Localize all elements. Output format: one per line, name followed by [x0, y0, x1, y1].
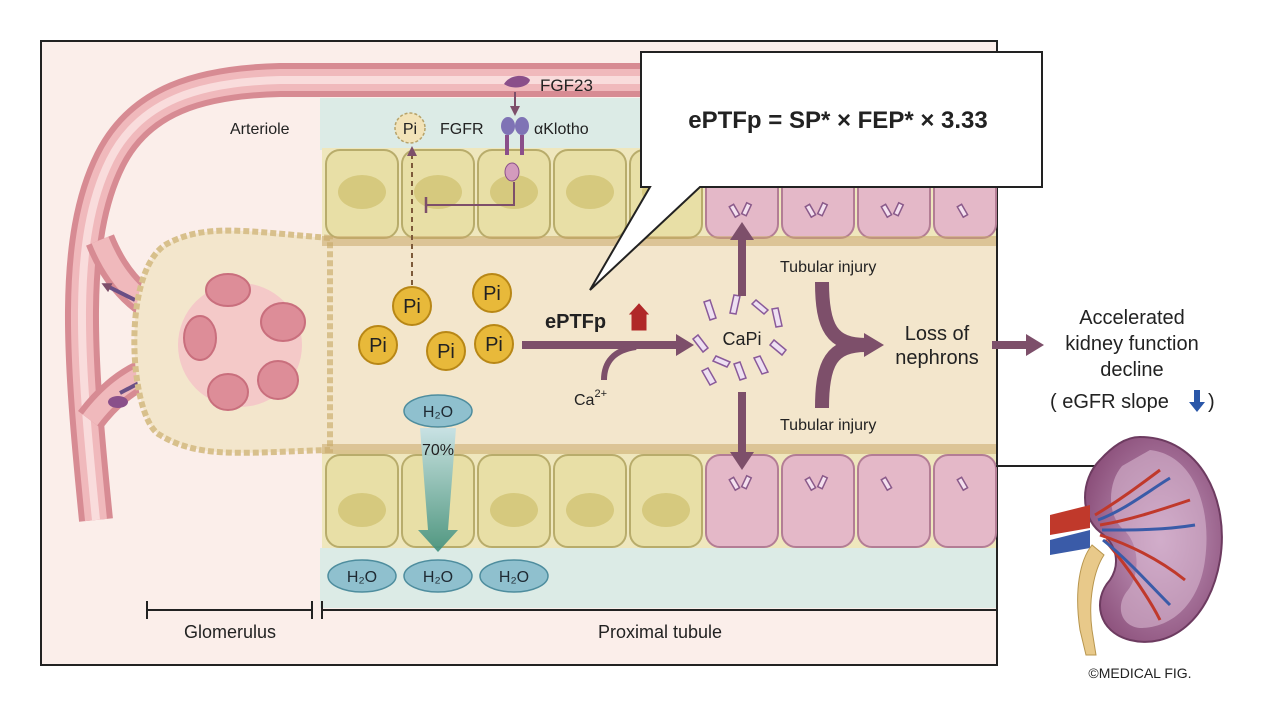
- fgfr-label: FGFR: [440, 121, 484, 138]
- glomerulus-scale-bar: [146, 601, 313, 619]
- h2o-interstitium-3-label: H₂O: [499, 569, 529, 586]
- h2o-interstitium-2-label: H₂O: [423, 569, 453, 586]
- fgf23-molecule-vessel-b: [108, 396, 128, 408]
- flow-arrow-out: [101, 283, 136, 302]
- egfr-close-paren: ): [1208, 391, 1215, 413]
- h2o-lumen: [403, 394, 473, 428]
- egfr-label: ( eGFR slope: [1050, 391, 1169, 413]
- injury-arrow-up-head: [730, 222, 754, 240]
- pi-faded-label: Pi: [403, 121, 417, 138]
- capi-label: CaPi: [722, 329, 761, 349]
- h2o-interstitium-2: [403, 559, 473, 593]
- fgf23-label: FGF23: [540, 76, 593, 95]
- calcium-base: Ca: [574, 392, 595, 409]
- formula-text: ePTFp = SP* × FEP* × 3.33: [688, 107, 987, 134]
- lower-healthy-cells: [325, 454, 703, 548]
- h2o-interstitium-3: [479, 559, 549, 593]
- fgfr-klotho-receptor: [501, 117, 529, 182]
- calcium-input-curve: [601, 344, 637, 381]
- inhibition-line: [426, 182, 515, 206]
- brush-border-top: [322, 236, 996, 246]
- outcome-arrow-head: [1026, 334, 1044, 356]
- outcome-line2: kidney function: [1065, 333, 1198, 355]
- calcium-label: Ca2+: [574, 388, 607, 409]
- pi-faded-circle: [394, 112, 426, 144]
- water-cone-arrow: [418, 428, 458, 552]
- lower-injured-cells: [705, 454, 997, 548]
- glomerulus-label: Glomerulus: [184, 622, 276, 642]
- converging-bracket: [815, 281, 867, 409]
- proximal-tubule-label: Proximal tubule: [598, 622, 722, 642]
- injury-arrow-down-head: [730, 452, 754, 470]
- svg-text:Pi: Pi: [403, 296, 421, 318]
- aklotho-label: αKlotho: [534, 121, 589, 138]
- pi-particles: Pi Pi Pi Pi Pi: [358, 273, 514, 371]
- calcium-superscript: 2+: [594, 388, 607, 400]
- svg-text:Pi: Pi: [485, 334, 503, 356]
- svg-text:Pi: Pi: [369, 335, 387, 357]
- flow-arrow-main-head: [676, 334, 694, 356]
- h2o-lumen-label: H₂O: [423, 404, 453, 421]
- proximal-tubule-scale-bar: [321, 601, 996, 619]
- formula-callout: [589, 51, 1043, 291]
- svg-text:Pi: Pi: [483, 283, 501, 305]
- percent-70-label: 70%: [422, 442, 454, 459]
- h2o-interstitium-1-label: H₂O: [347, 569, 377, 586]
- arteriole-label: Arteriole: [230, 121, 290, 138]
- tubular-injury-top-label: Tubular injury: [780, 259, 876, 276]
- converging-bracket-head: [864, 333, 884, 357]
- loss-of-nephrons-line2: nephrons: [895, 347, 978, 369]
- svg-text:Pi: Pi: [437, 341, 455, 363]
- eptfp-label: ePTFp: [545, 311, 606, 333]
- copyright-label: ©MEDICAL FIG.: [1088, 665, 1191, 681]
- fgf23-ligand: [504, 75, 530, 88]
- h2o-interstitium-1: [327, 559, 397, 593]
- tubular-injury-bottom-label: Tubular injury: [780, 417, 876, 434]
- eptfp-up-arrow: [628, 303, 650, 331]
- kidney-icon: [1050, 435, 1223, 656]
- glomerulus: [131, 227, 333, 456]
- brush-border-bottom: [322, 444, 996, 454]
- capi-crystals: [691, 294, 788, 386]
- egfr-down-arrow: [1189, 390, 1205, 412]
- arteriole-vessel: [65, 63, 996, 522]
- outcome-line1: Accelerated: [1079, 307, 1185, 329]
- outcome-line3: decline: [1100, 359, 1163, 381]
- loss-of-nephrons-line1: Loss of: [905, 323, 970, 345]
